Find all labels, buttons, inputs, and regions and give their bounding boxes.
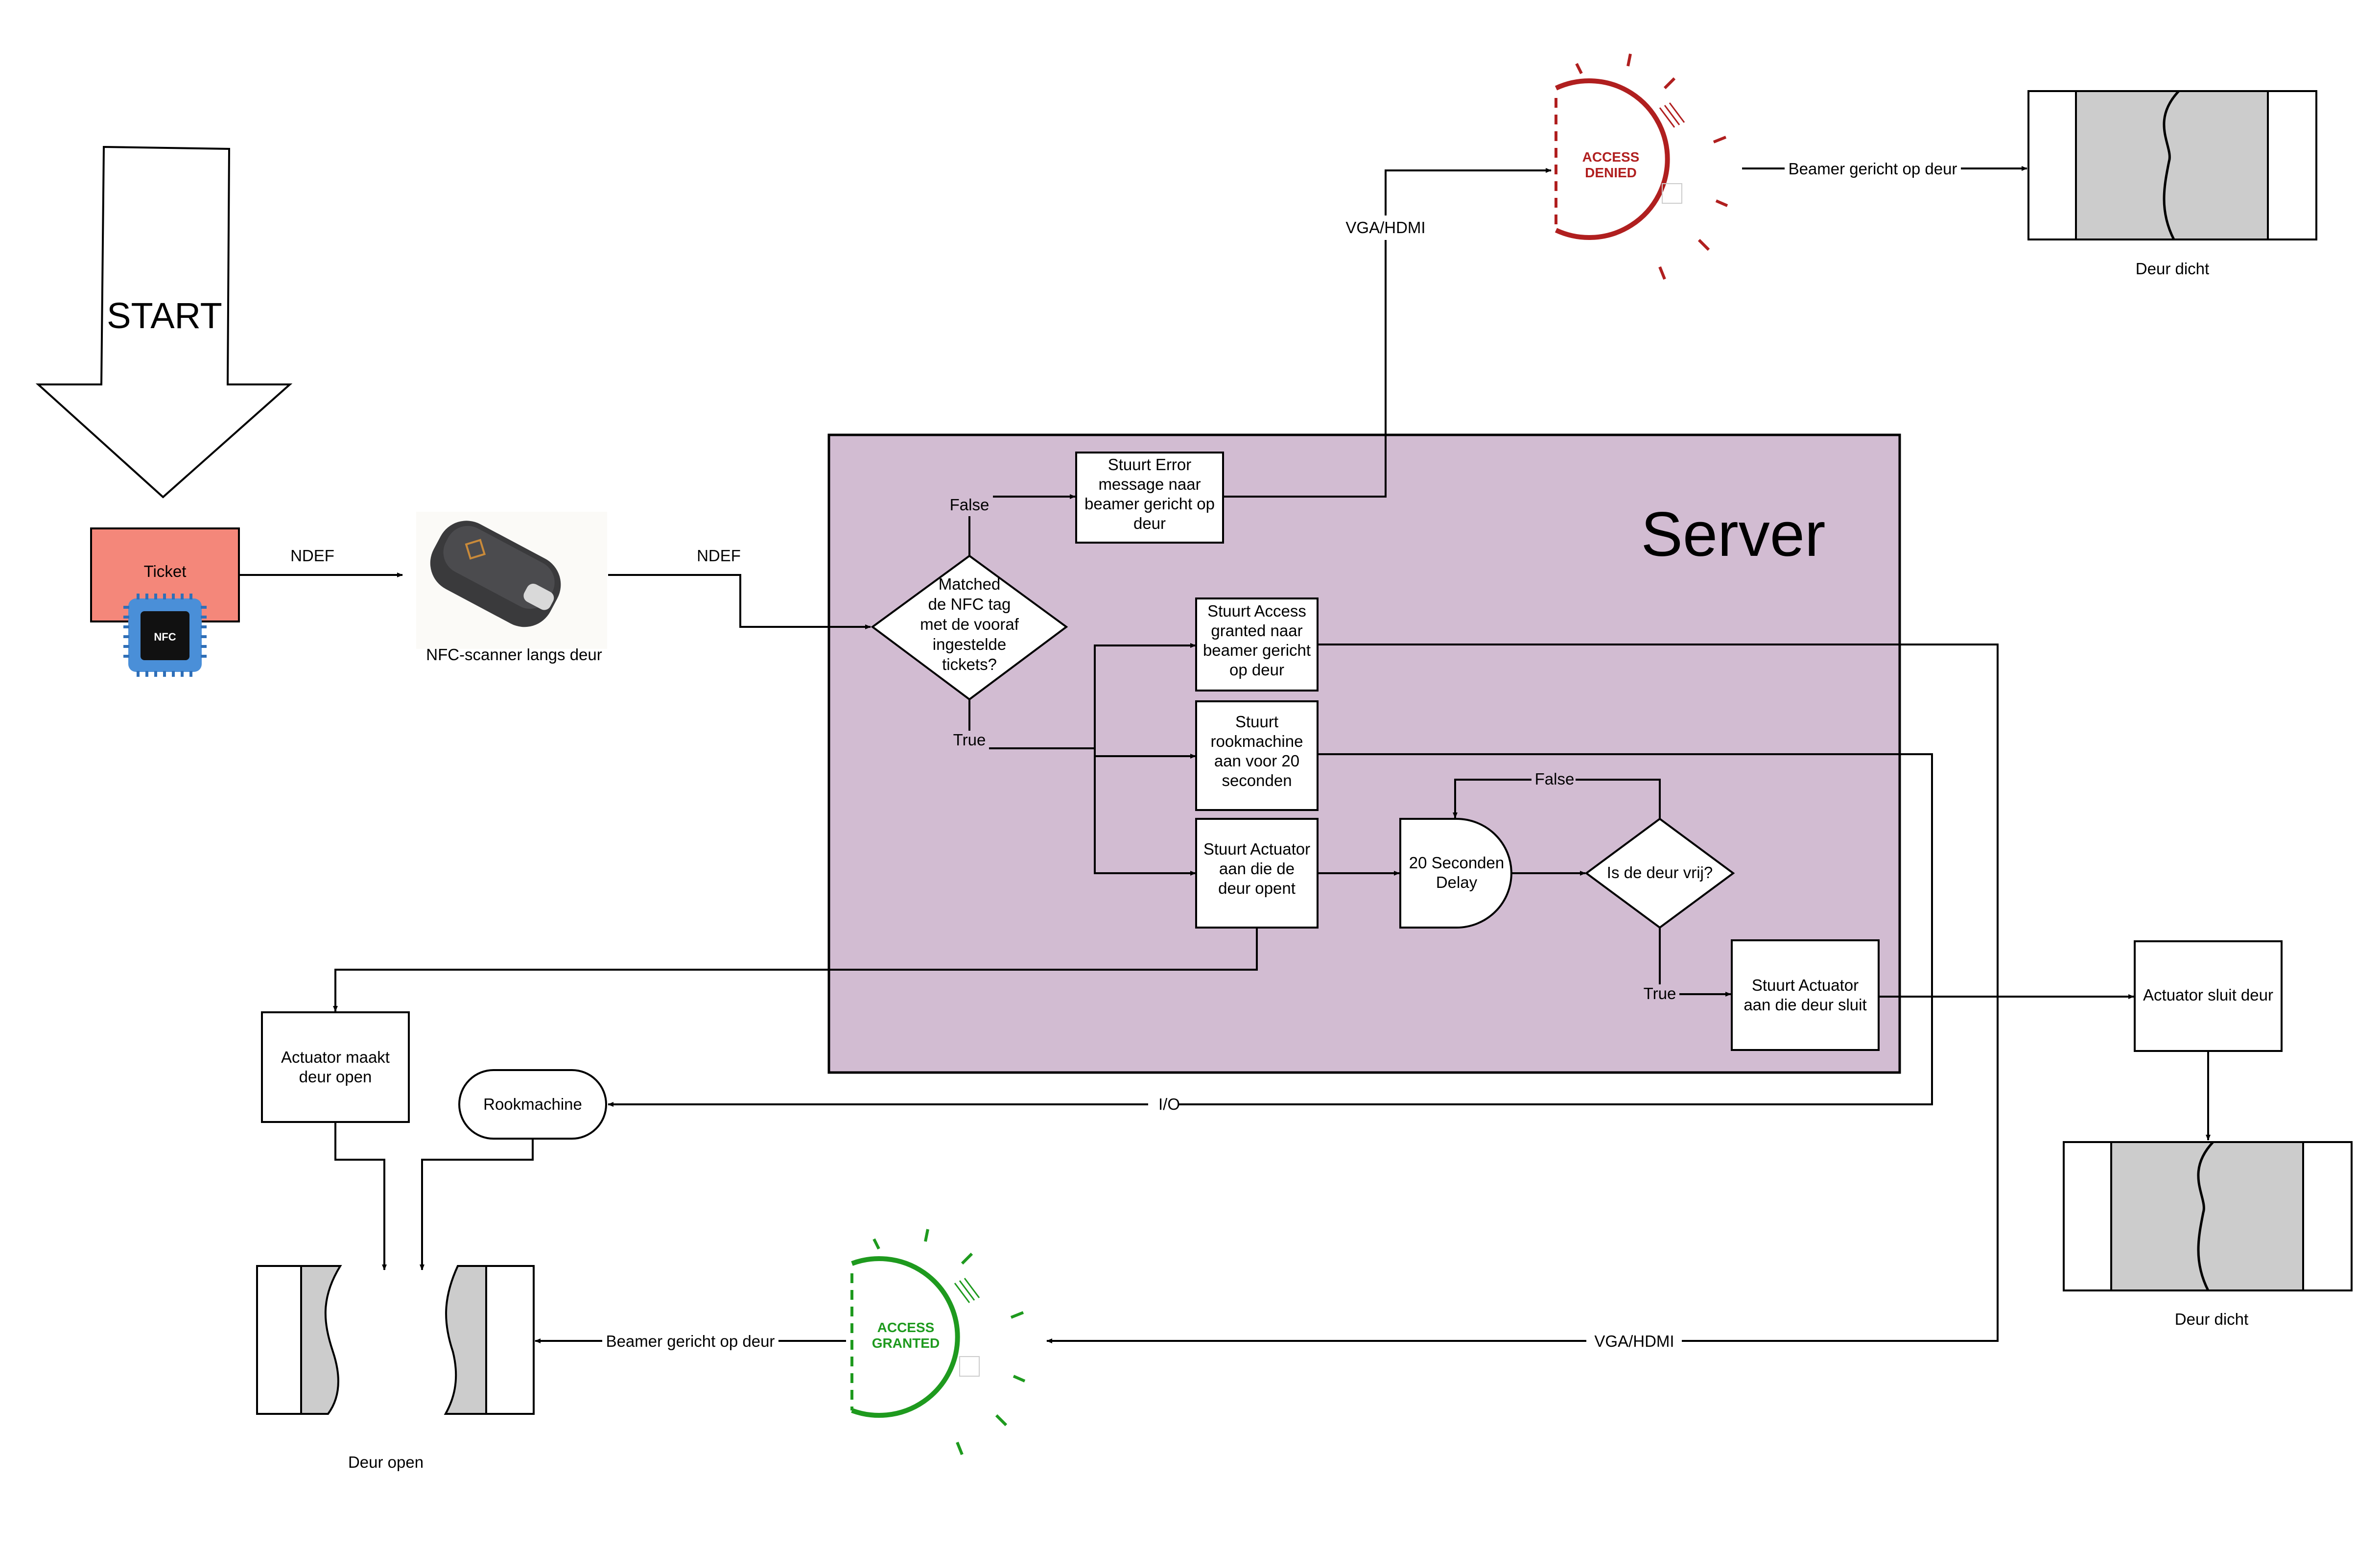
svg-text:de NFC tag: de NFC tag xyxy=(928,595,1011,613)
edge-label-vga-1: VGA/HDMI xyxy=(1345,218,1425,237)
start-label: START xyxy=(107,295,222,336)
box-actuator-opens-door xyxy=(261,1011,410,1123)
box-delay-text: 20 Seconden Delay xyxy=(1409,854,1505,891)
box-smoke-machine-text: Rookmachine xyxy=(483,1095,582,1113)
svg-text:rookmachine: rookmachine xyxy=(1211,732,1303,750)
edge-actuator-door-open xyxy=(334,1122,387,1270)
start-arrow-shape xyxy=(35,145,293,499)
box-start-smoke-machine xyxy=(1195,700,1319,811)
box-start-actuator-open xyxy=(1195,818,1319,929)
svg-text:op deur: op deur xyxy=(1229,661,1284,679)
door-closed-1-label: Deur dicht xyxy=(2136,260,2209,278)
access-granted-stamp-icon: ACCESS GRANTED xyxy=(850,1229,1026,1456)
edge-access-granted xyxy=(1046,644,1999,1343)
edge-actuator-opens xyxy=(333,928,1258,1012)
svg-text:message naar: message naar xyxy=(1098,475,1201,493)
nfc-chip-icon: NFC xyxy=(123,594,207,677)
svg-text:ACCESS: ACCESS xyxy=(877,1320,935,1335)
box-send-access-granted-text: Stuurt Access granted naar beamer gerich… xyxy=(1203,602,1311,679)
svg-text:aan voor 20: aan voor 20 xyxy=(1214,752,1299,770)
edge-label-beamer-1: Beamer gericht op deur xyxy=(1789,160,1957,178)
nfc-chip-label: NFC xyxy=(154,631,176,643)
svg-text:aan die deur sluit: aan die deur sluit xyxy=(1744,996,1866,1014)
svg-text:aan die de: aan die de xyxy=(1219,859,1295,878)
edge-label-vga-2: VGA/HDMI xyxy=(1594,1332,1674,1350)
svg-text:deur opent: deur opent xyxy=(1218,879,1296,897)
svg-text:Delay: Delay xyxy=(1436,873,1478,891)
edge-label-false-1: False xyxy=(950,496,990,514)
svg-text:beamer gericht op: beamer gericht op xyxy=(1084,495,1215,513)
edge-label-ndef-1: NDEF xyxy=(290,547,334,565)
svg-text:Actuator maakt: Actuator maakt xyxy=(281,1048,390,1066)
door-open-icon xyxy=(256,1265,535,1415)
svg-text:Matched: Matched xyxy=(939,575,1001,593)
box-start-actuator-close-text: Stuurt Actuator aan die deur sluit xyxy=(1744,976,1866,1014)
decision-matched-text: Matched de NFC tag met de vooraf ingeste… xyxy=(920,575,1019,673)
nfc-scanner-icon xyxy=(416,512,607,649)
box-actuator-opens-door-text: Actuator maakt deur open xyxy=(281,1048,390,1086)
edge-label-true-1: True xyxy=(953,731,986,749)
svg-text:ACCESS: ACCESS xyxy=(1582,149,1640,165)
edge-label-io: I/O xyxy=(1158,1095,1180,1113)
svg-text:Stuurt Access: Stuurt Access xyxy=(1207,602,1306,620)
svg-text:tickets?: tickets? xyxy=(942,655,997,673)
svg-text:Stuurt Error: Stuurt Error xyxy=(1108,455,1192,474)
edge-scanner-decision xyxy=(608,574,871,629)
svg-text:met de vooraf: met de vooraf xyxy=(920,615,1019,633)
edge-smoke-io xyxy=(608,753,1933,1107)
server-title: Server xyxy=(1641,500,1826,570)
svg-text:DENIED: DENIED xyxy=(1585,165,1637,180)
edge-label-true-2: True xyxy=(1644,984,1676,1002)
edge-label-false-2: False xyxy=(1535,770,1575,788)
svg-text:Stuurt: Stuurt xyxy=(1235,713,1278,731)
svg-text:Stuurt Actuator: Stuurt Actuator xyxy=(1752,976,1859,994)
box-start-actuator-open-text: Stuurt Actuator aan die de deur opent xyxy=(1203,840,1310,897)
scanner-label: NFC-scanner langs deur xyxy=(426,645,602,664)
edge-label-ndef-2: NDEF xyxy=(697,547,741,565)
edge-true-actuator xyxy=(1094,748,1196,876)
box-start-smoke-machine-text: Stuurt rookmachine aan voor 20 seconden xyxy=(1211,713,1303,789)
door-open-label: Deur open xyxy=(348,1453,424,1471)
box-send-access-granted xyxy=(1195,597,1319,692)
door-closed-2-label: Deur dicht xyxy=(2175,1310,2248,1328)
svg-text:deur open: deur open xyxy=(299,1068,372,1086)
door-closed-1-icon xyxy=(2027,90,2317,240)
edge-smoke-door-open xyxy=(420,1139,534,1270)
box-send-error-text: Stuurt Error message naar beamer gericht… xyxy=(1084,455,1215,532)
access-denied-stamp-icon: ACCESS DENIED xyxy=(1555,53,1728,280)
svg-text:seconden: seconden xyxy=(1222,771,1292,789)
svg-text:deur: deur xyxy=(1133,514,1166,532)
box-actuator-closes-door-text: Actuator sluit deur xyxy=(2143,986,2273,1004)
edge-label-beamer-2: Beamer gericht op deur xyxy=(606,1332,775,1350)
decision-door-free-text: Is de deur vrij? xyxy=(1607,863,1713,882)
box-delay xyxy=(1399,818,1512,929)
svg-text:Stuurt Actuator: Stuurt Actuator xyxy=(1203,840,1310,858)
svg-text:beamer gericht: beamer gericht xyxy=(1203,641,1311,659)
svg-text:granted naar: granted naar xyxy=(1211,621,1302,640)
edge-true-access xyxy=(1094,643,1196,748)
svg-text:GRANTED: GRANTED xyxy=(872,1336,940,1351)
ticket-label: Ticket xyxy=(144,562,187,580)
door-closed-2-icon xyxy=(2063,1141,2353,1291)
edge-error-denied xyxy=(1224,168,1552,498)
box-send-error xyxy=(1075,452,1224,544)
box-start-actuator-close xyxy=(1731,939,1880,1051)
svg-text:ingestelde: ingestelde xyxy=(933,635,1006,653)
svg-text:20 Seconden: 20 Seconden xyxy=(1409,854,1505,872)
